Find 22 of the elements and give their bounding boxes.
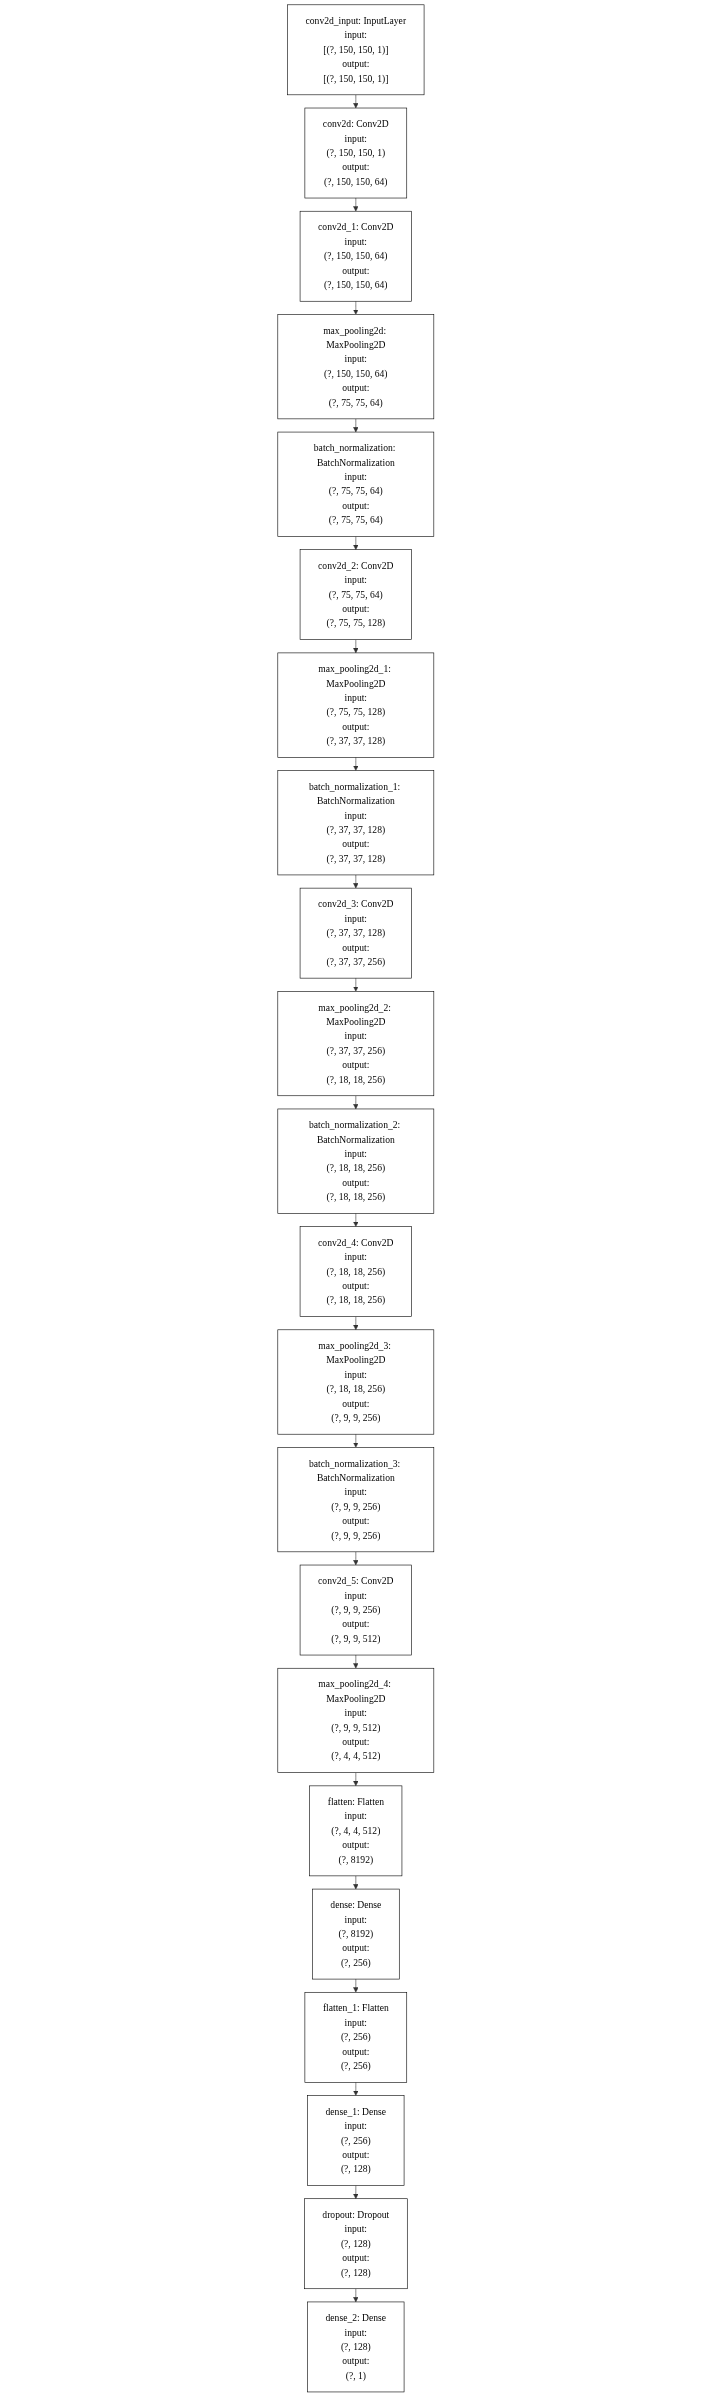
node-box: batch_normalization_1: BatchNormalization input: (?, 37, 37, 128) output: (?, 37, 37, 128) bbox=[277, 770, 434, 876]
node-box: batch_normalization_3: BatchNormalization input: (?, 9, 9, 256) output: (?, 9, 9, 256) bbox=[277, 1447, 434, 1553]
node-box: conv2d_3: Conv2D input: (?, 37, 37, 128) output: (?, 37, 37, 256) bbox=[299, 887, 412, 979]
node-box: conv2d_1: Conv2D input: (?, 150, 150, 64) output: (?, 150, 150, 64) bbox=[299, 210, 412, 302]
node-box: conv2d: Conv2D input: (?, 150, 150, 1) output: (?, 150, 150, 64) bbox=[304, 107, 407, 199]
node-box: conv2d_4: Conv2D input: (?, 18, 18, 256) output: (?, 18, 18, 256) bbox=[299, 1226, 412, 1317]
node-box: dense_1: Dense input: (?, 256) output: (?, 128) bbox=[306, 2095, 405, 2186]
node-box: max_pooling2d: MaxPooling2D input: (?, 150, 150, 64) output: (?, 75, 75, 64) bbox=[277, 314, 434, 420]
node-box: dropout: Dropout input: (?, 128) output: (?, 128) bbox=[303, 2198, 408, 2290]
node-box: batch_normalization: BatchNormalization input: (?, 75, 75, 64) output: (?, 75, 75, 64) bbox=[277, 431, 434, 537]
node-box: max_pooling2d_3: MaxPooling2D input: (?, 18, 18, 256) output: (?, 9, 9, 256) bbox=[277, 1329, 434, 1435]
node-box: max_pooling2d_2: MaxPooling2D input: (?, 37, 37, 256) output: (?, 18, 18, 256) bbox=[277, 991, 434, 1097]
node-box: flatten_1: Flatten input: (?, 256) output: (?, 256) bbox=[304, 1992, 407, 2083]
node-box: dense_2: Dense input: (?, 128) output: (?, 1) bbox=[306, 2301, 405, 2393]
node-box: max_pooling2d_4: MaxPooling2D input: (?, 9, 9, 512) output: (?, 4, 4, 512) bbox=[277, 1667, 434, 1773]
node-box: conv2d_5: Conv2D input: (?, 9, 9, 256) output: (?, 9, 9, 512) bbox=[299, 1564, 412, 1656]
node-box: conv2d_2: Conv2D input: (?, 75, 75, 64) output: (?, 75, 75, 128) bbox=[299, 549, 412, 640]
node-box: dense: Dense input: (?, 8192) output: (?, 256) bbox=[311, 1888, 400, 1980]
node-box: flatten: Flatten input: (?, 4, 4, 512) output: (?, 8192) bbox=[309, 1785, 402, 1877]
node-box: batch_normalization_2: BatchNormalization input: (?, 18, 18, 256) output: (?, 18, 18, 256) bbox=[277, 1108, 434, 1214]
node-box: max_pooling2d_1: MaxPooling2D input: (?, 75, 75, 128) output: (?, 37, 37, 128) bbox=[277, 652, 434, 758]
node-box: conv2d_input: InputLayer input: [(?, 150, 150, 1)] output: [(?, 150, 150, 1)] bbox=[286, 4, 425, 96]
